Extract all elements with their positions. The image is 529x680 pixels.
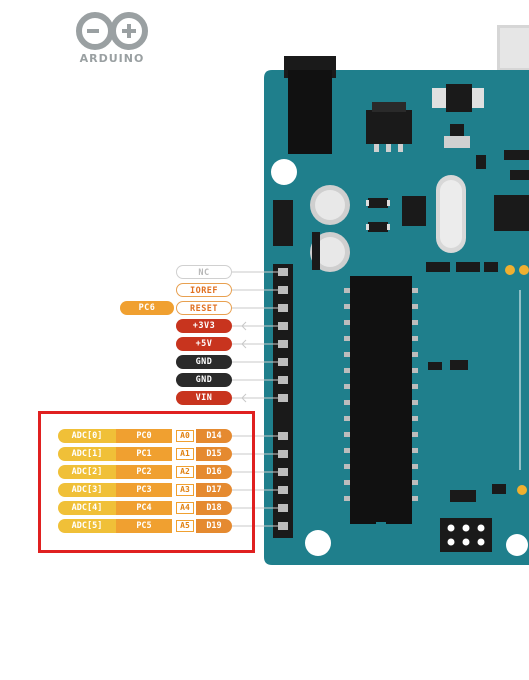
digital-pin-label: D17 [196, 483, 232, 497]
digital-pin-label: D19 [196, 519, 232, 533]
arduino-infinity-icon [76, 12, 148, 50]
pin-nc-label: NC [176, 265, 232, 279]
adc-channel-label: ADC[4] [58, 501, 116, 515]
adc-channel-label: ADC[5] [58, 519, 116, 533]
digital-pin-label: D16 [196, 465, 232, 479]
analog-pin-label: A4 [176, 502, 194, 514]
analog-pin-label: A1 [176, 448, 194, 460]
pin-gnd-label: GND [176, 355, 232, 369]
port-label: PC0 [116, 429, 172, 443]
analog-pin-label: A3 [176, 484, 194, 496]
analog-pins-highlight-box [38, 411, 255, 553]
adc-channel-label: ADC[0] [58, 429, 116, 443]
analog-pin-row-a5: ADC[5] PC5 A5 D19 [58, 519, 238, 533]
pin-reset-port-label: PC6 [120, 301, 174, 315]
analog-pin-row-a1: ADC[1] PC1 A1 D15 [58, 447, 238, 461]
digital-pin-label: D14 [196, 429, 232, 443]
analog-pin-label: A0 [176, 430, 194, 442]
digital-pin-label: D15 [196, 447, 232, 461]
analog-pin-label: A5 [176, 520, 194, 532]
adc-channel-label: ADC[1] [58, 447, 116, 461]
pin-vin-label: VIN [176, 391, 232, 405]
arduino-logo [71, 12, 153, 52]
pin-gnd-label: GND [176, 373, 232, 387]
port-label: PC3 [116, 483, 172, 497]
port-label: PC4 [116, 501, 172, 515]
pin-ioref-label: IOREF [176, 283, 232, 297]
port-label: PC2 [116, 465, 172, 479]
pin-3v3-label: +3V3 [176, 319, 232, 333]
pin-5v-label: +5V [176, 337, 232, 351]
logo-text: ARDUINO [79, 52, 145, 65]
adc-channel-label: ADC[3] [58, 483, 116, 497]
analog-pin-row-a3: ADC[3] PC3 A3 D17 [58, 483, 238, 497]
analog-pin-row-a0: ADC[0] PC0 A0 D14 [58, 429, 238, 443]
adc-channel-label: ADC[2] [58, 465, 116, 479]
analog-pin-label: A2 [176, 466, 194, 478]
port-label: PC5 [116, 519, 172, 533]
pin-reset-label: RESET [176, 301, 232, 315]
digital-pin-label: D18 [196, 501, 232, 515]
analog-pin-row-a2: ADC[2] PC2 A2 D16 [58, 465, 238, 479]
port-label: PC1 [116, 447, 172, 461]
analog-pin-row-a4: ADC[4] PC4 A4 D18 [58, 501, 238, 515]
